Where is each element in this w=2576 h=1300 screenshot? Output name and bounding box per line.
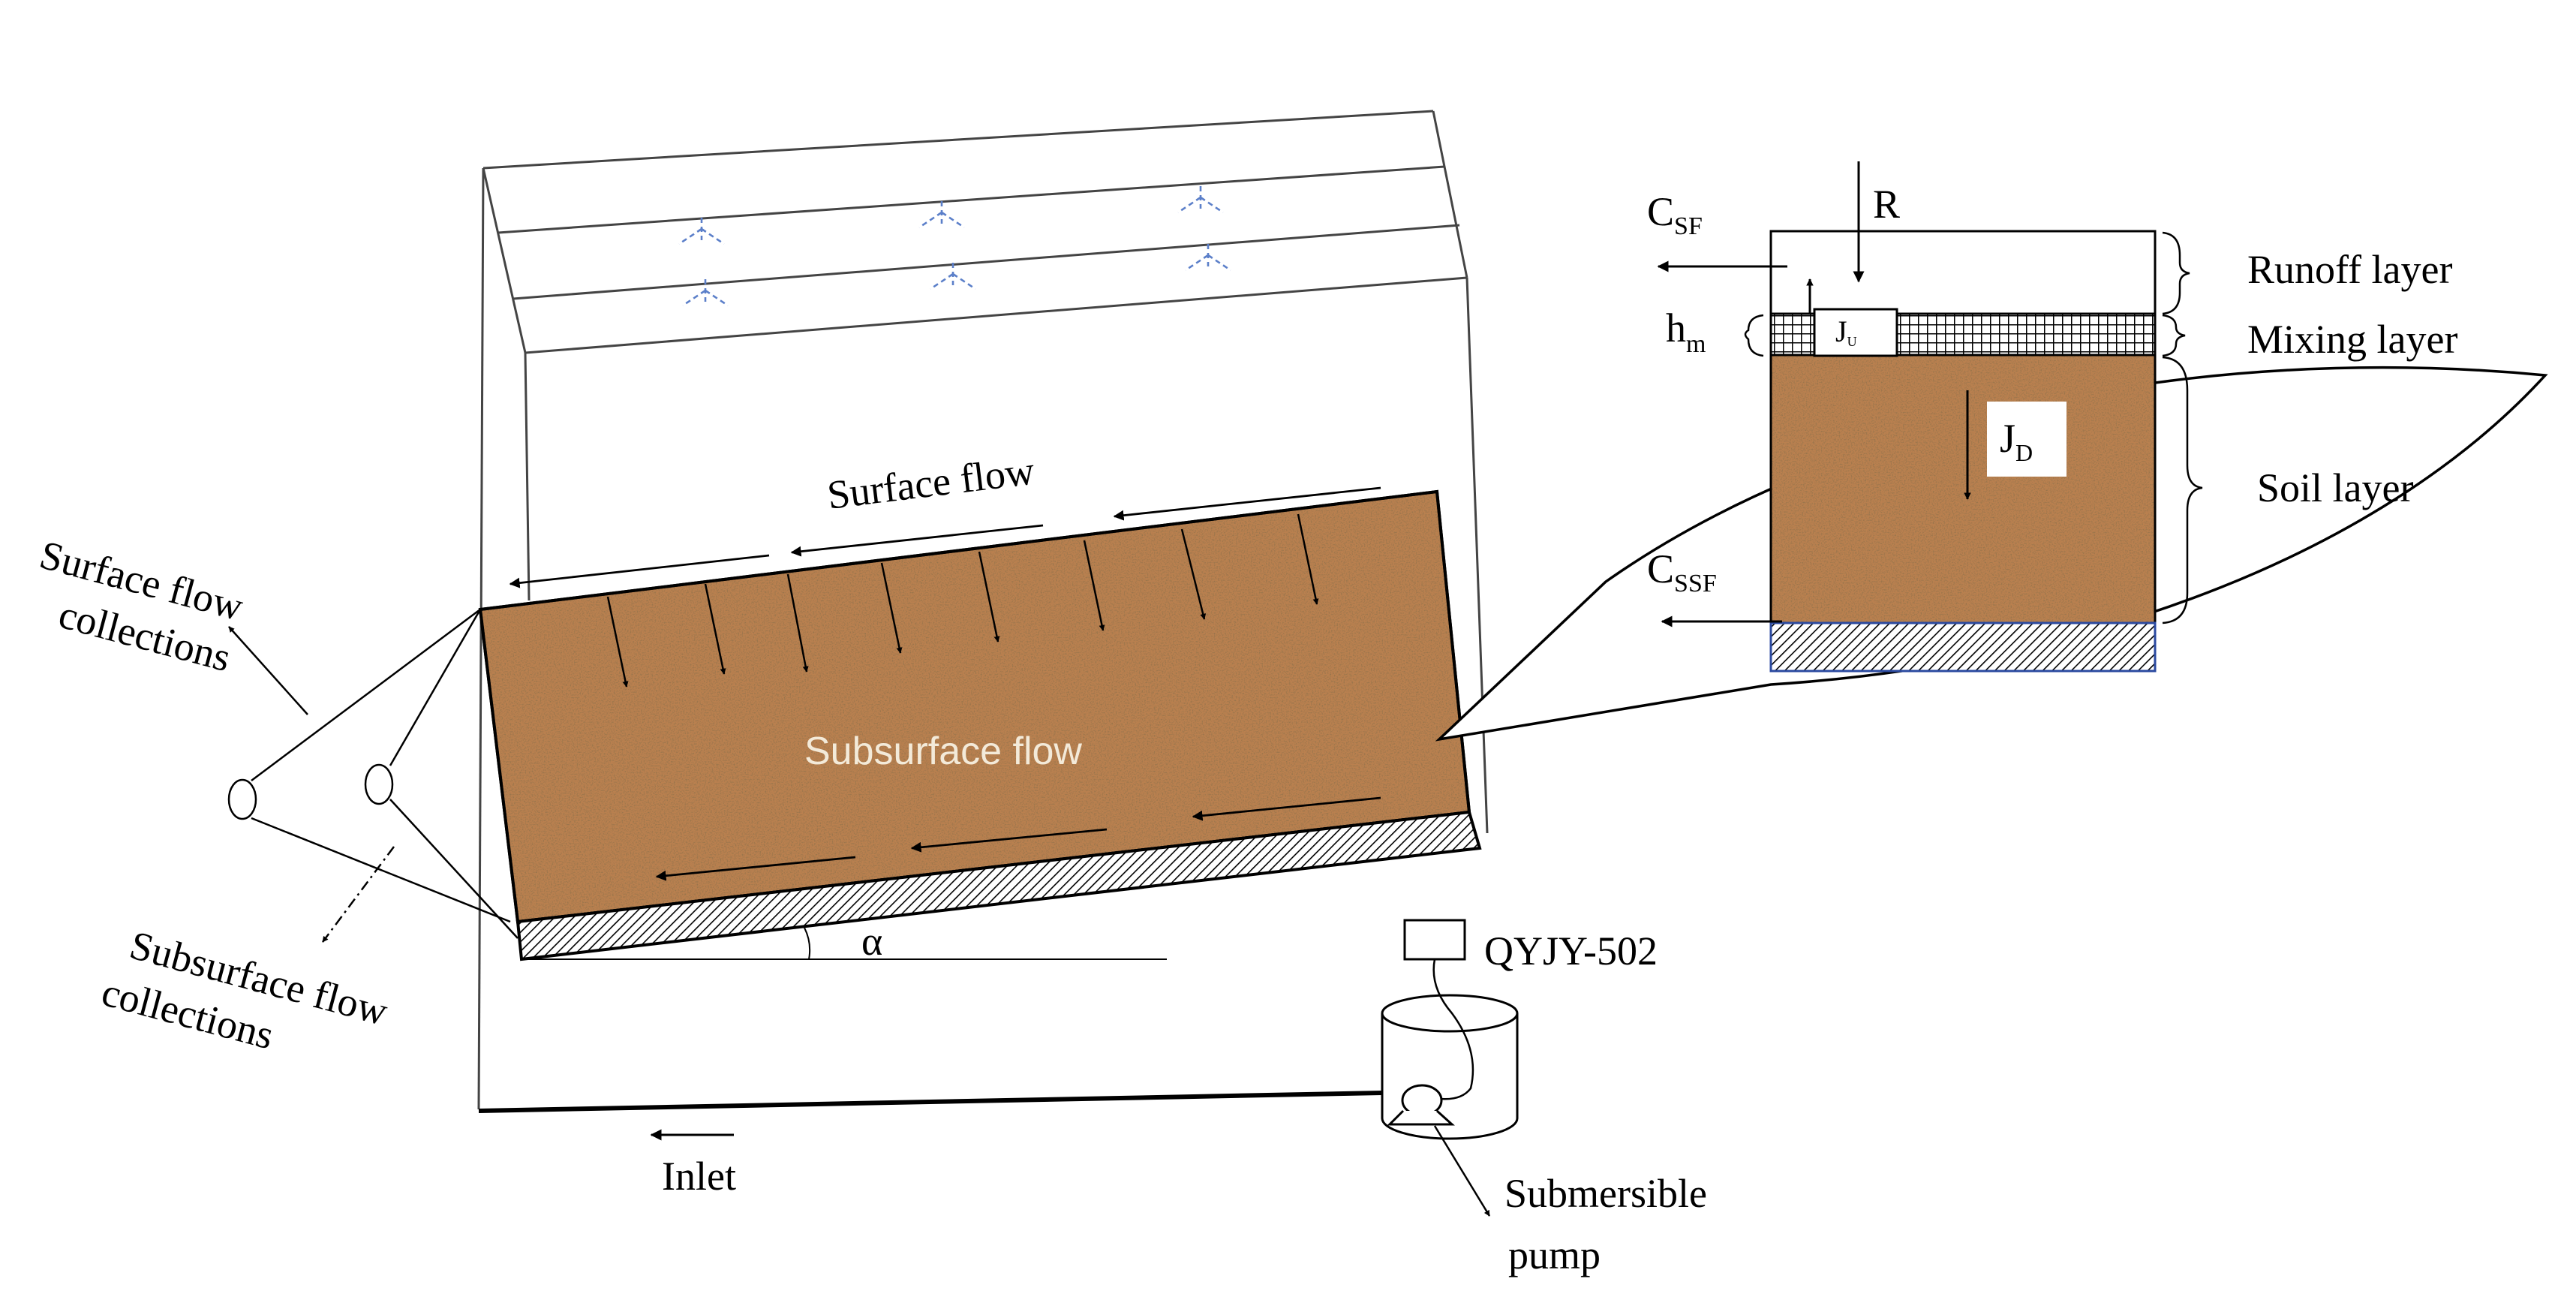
base-line bbox=[478, 1091, 1383, 1113]
mixing-brace bbox=[2162, 314, 2186, 357]
sprinkler-icon bbox=[678, 218, 725, 245]
collection-outlets bbox=[227, 608, 519, 939]
subsurface-flow-arrows bbox=[655, 796, 1381, 881]
jd-label-box bbox=[1987, 402, 2067, 477]
runoff-brace bbox=[2162, 231, 2190, 315]
surface-collection-pointer bbox=[228, 626, 308, 715]
surface-collector-icon bbox=[227, 778, 257, 820]
sprinkler-icon bbox=[1177, 186, 1224, 214]
qyjy-controller-box bbox=[1403, 919, 1466, 961]
jd-label: JD bbox=[2000, 416, 2033, 466]
soil-profile-inset: R CSF JU hm JD CSSF Run bbox=[1647, 161, 2457, 673]
soil-layer-texture bbox=[1771, 355, 2155, 623]
runoff-layer-label: Runoff layer bbox=[2247, 247, 2452, 292]
subsurface-collections-label: Subsurface flow collections bbox=[97, 922, 392, 1058]
controller-cable bbox=[1429, 958, 1474, 1100]
surface-flow-arrows bbox=[509, 486, 1381, 588]
surface-collections-label: Surface flow collections bbox=[35, 532, 248, 681]
pump-label-line1: Submersible bbox=[1504, 1171, 1707, 1216]
pump-pointer bbox=[1433, 1125, 1491, 1217]
subsurface-collector-icon bbox=[364, 763, 394, 805]
soil-brace bbox=[2162, 356, 2203, 624]
sprinkler-icon bbox=[682, 279, 729, 307]
qyjy-label: QYJY-502 bbox=[1484, 928, 1658, 973]
inlet-label: Inlet bbox=[662, 1154, 736, 1199]
pump-icon bbox=[1387, 1084, 1455, 1126]
surface-flow-label: Surface flow bbox=[825, 448, 1037, 518]
rainfall-frame bbox=[477, 110, 1489, 1110]
slope-angle-label: α bbox=[861, 919, 882, 964]
ju-label: JU bbox=[1835, 314, 1857, 349]
pump-label-line2: pump bbox=[1508, 1232, 1601, 1277]
sprinkler-icon bbox=[930, 263, 976, 290]
rainfall-label: R bbox=[1873, 182, 1900, 227]
c-ssf-label: CSSF bbox=[1647, 546, 1717, 597]
ju-label-box bbox=[1813, 308, 1898, 357]
hm-brace bbox=[1744, 314, 1764, 357]
hm-label: hm bbox=[1666, 305, 1706, 358]
infiltration-arrows bbox=[606, 513, 1319, 688]
sprinkler-icon bbox=[1185, 244, 1231, 272]
c-sf-label: CSF bbox=[1647, 189, 1703, 240]
sprinkler-icon bbox=[918, 201, 965, 229]
hatched-base-slab bbox=[516, 810, 1482, 961]
soil-layer-label: Soil layer bbox=[2257, 465, 2413, 510]
slope-angle-arc bbox=[804, 927, 811, 960]
mixing-layer-label: Mixing layer bbox=[2247, 317, 2457, 362]
inset-base-layer bbox=[1769, 621, 2157, 673]
runoff-layer-box bbox=[1769, 230, 2157, 315]
subsurface-flow-label: Subsurface flow bbox=[804, 730, 1082, 773]
sprinkler-nozzles bbox=[678, 186, 1231, 307]
subsurface-collection-pointer bbox=[321, 846, 395, 943]
